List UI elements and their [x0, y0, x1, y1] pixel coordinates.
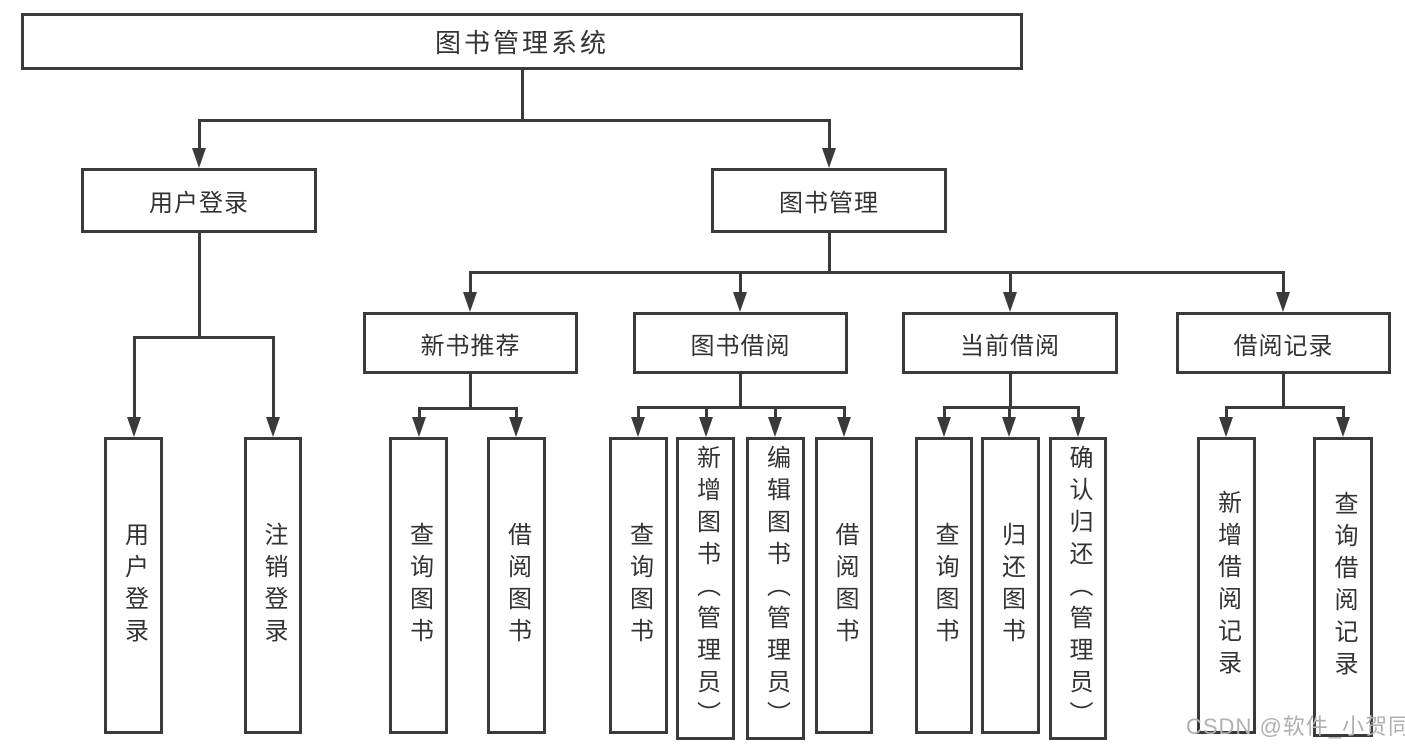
leaf-add-book-admin: 新增图书（管理员）: [676, 437, 735, 740]
connector-stub-line: [739, 374, 742, 409]
connector-drop-line: [1008, 406, 1011, 417]
leaf-query-borrow-record-label: 查询借阅记录: [1330, 491, 1357, 683]
arrow-down-icon: [1219, 417, 1233, 437]
leaf-query-books-current-label: 查询图书: [931, 521, 958, 650]
connector-bar-line: [637, 406, 845, 409]
connector-drop-line: [1282, 271, 1285, 292]
connector-drop-line: [133, 336, 136, 417]
arrow-down-icon: [1336, 417, 1350, 437]
arrow-down-icon: [509, 417, 523, 437]
leaf-query-books-recommend: 查询图书: [389, 437, 448, 734]
connector-drop-line: [272, 336, 275, 417]
leaf-logout-login-label: 注销登录: [260, 521, 287, 650]
arrow-down-icon: [1276, 292, 1290, 312]
connector-bar-line: [133, 336, 274, 339]
arrow-down-icon: [631, 417, 645, 437]
arrow-down-icon: [837, 417, 851, 437]
connector-drop-line: [1077, 406, 1080, 417]
watermark: CSDN @软件_小贺同学: [1186, 714, 1405, 739]
connector-stub-line: [198, 233, 201, 338]
leaf-query-books-recommend-label: 查询图书: [405, 521, 433, 650]
arrow-down-icon: [699, 417, 713, 437]
arrow-down-icon: [127, 417, 141, 437]
node-user-login: 用户登录: [81, 168, 317, 233]
connector-drop-line: [1225, 406, 1228, 417]
connector-drop-line: [943, 406, 946, 417]
connector-stub-line: [1009, 374, 1012, 409]
leaf-add-book-admin-label: 新增图书（管理员）: [692, 444, 720, 733]
node-borrowing-records: 借阅记录: [1176, 312, 1391, 374]
connector-bar-line: [469, 271, 1284, 274]
connector-drop-line: [515, 407, 518, 417]
leaf-add-borrow-record-label: 新增借阅记录: [1213, 489, 1241, 682]
connector-drop-line: [469, 271, 472, 292]
arrow-down-icon: [1071, 417, 1085, 437]
node-book-borrowing: 图书借阅: [633, 312, 848, 374]
connector-drop-line: [774, 406, 777, 417]
connector-drop-line: [1342, 406, 1345, 417]
connector-stub-line: [828, 233, 831, 274]
arrow-down-icon: [1002, 417, 1016, 437]
leaf-confirm-return-admin-label: 确认归还（管理员）: [1065, 444, 1092, 733]
connector-stub-line: [521, 70, 524, 121]
arrow-down-icon: [266, 417, 280, 437]
leaf-return-book: 归还图书: [981, 437, 1040, 734]
leaf-query-borrow-record: 查询借阅记录: [1313, 437, 1373, 737]
leaf-borrow-books-recommend-label: 借阅图书: [503, 521, 531, 650]
leaf-edit-book-admin-label: 编辑图书（管理员）: [762, 444, 790, 733]
leaf-borrow-books-borrowing-label: 借阅图书: [831, 521, 858, 650]
node-new-book-recommend: 新书推荐: [363, 312, 578, 374]
leaf-logout-login: 注销登录: [244, 437, 302, 734]
arrow-down-icon: [1003, 292, 1017, 312]
arrow-down-icon: [768, 417, 782, 437]
arrow-down-icon: [733, 292, 747, 312]
connector-stub-line: [1282, 374, 1285, 409]
arrow-down-icon: [822, 148, 836, 168]
connector-bar-line: [198, 119, 830, 122]
leaf-query-books-borrowing: 查询图书: [609, 437, 668, 734]
arrow-down-icon: [412, 417, 426, 437]
leaf-query-books-current: 查询图书: [915, 437, 973, 734]
leaf-user-login-label: 用户登录: [120, 521, 148, 650]
node-book-management-system: 图书管理系统: [21, 13, 1023, 70]
connector-drop-line: [843, 406, 846, 417]
connector-drop-line: [418, 407, 421, 417]
arrow-down-icon: [463, 292, 477, 312]
connector-drop-line: [637, 406, 640, 417]
connector-drop-line: [705, 406, 708, 417]
leaf-add-borrow-record: 新增借阅记录: [1197, 437, 1256, 734]
arrow-down-icon: [192, 148, 206, 168]
connector-drop-line: [828, 119, 831, 148]
connector-drop-line: [739, 271, 742, 292]
connector-drop-line: [1009, 271, 1012, 292]
leaf-borrow-books-recommend: 借阅图书: [487, 437, 546, 734]
connector-bar-line: [1225, 406, 1344, 409]
leaf-query-books-borrowing-label: 查询图书: [625, 521, 653, 650]
connector-bar-line: [418, 407, 517, 410]
connector-stub-line: [469, 374, 472, 410]
leaf-edit-book-admin: 编辑图书（管理员）: [746, 437, 805, 740]
leaf-user-login: 用户登录: [104, 437, 163, 734]
connector-drop-line: [198, 119, 201, 148]
node-current-borrowing: 当前借阅: [902, 312, 1118, 374]
node-book-management: 图书管理: [711, 168, 947, 233]
leaf-return-book-label: 归还图书: [997, 521, 1025, 650]
leaf-confirm-return-admin: 确认归还（管理员）: [1049, 437, 1107, 740]
connector-bar-line: [943, 406, 1079, 409]
arrow-down-icon: [937, 417, 951, 437]
leaf-borrow-books-borrowing: 借阅图书: [815, 437, 873, 734]
